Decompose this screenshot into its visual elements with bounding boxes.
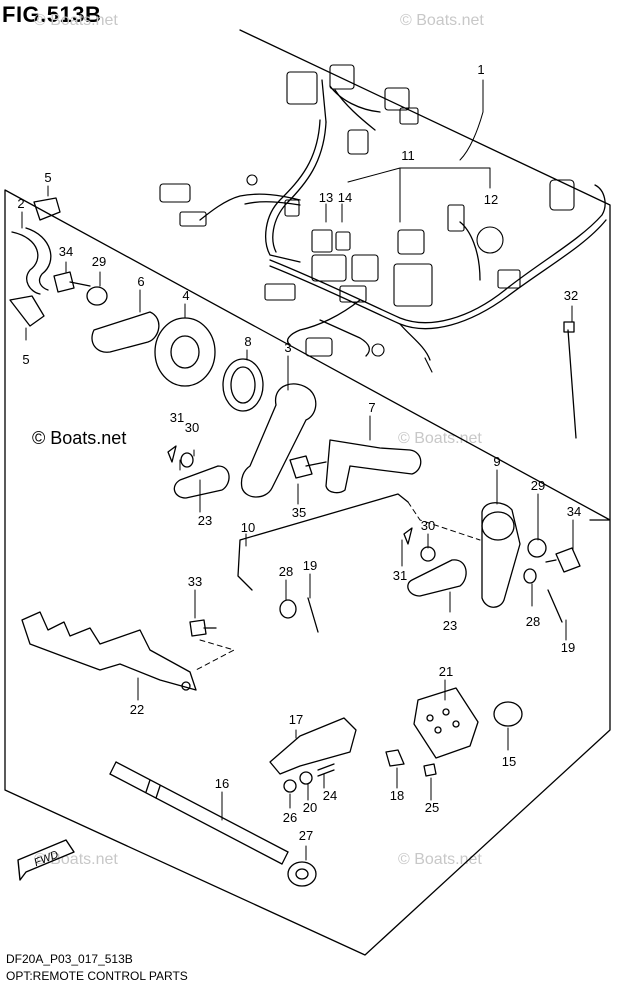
callout-29-left: 29	[92, 254, 106, 269]
bracket-17	[269, 717, 357, 775]
callout-19-center: 19	[303, 558, 317, 573]
callout-26: 26	[283, 810, 297, 825]
callout-32: 32	[564, 288, 578, 303]
nut-27	[287, 861, 317, 887]
cable-tie-32	[567, 329, 577, 439]
washer-29-left	[86, 286, 108, 306]
washer-28-right	[523, 568, 537, 584]
washer-29-right	[527, 538, 547, 558]
bolt-34-left	[53, 271, 91, 293]
clip-5-upper	[33, 197, 61, 221]
spring-8	[222, 358, 264, 412]
callout-14: 14	[338, 190, 352, 205]
lever-9	[481, 502, 521, 608]
connector	[159, 64, 575, 373]
callout-3: 3	[284, 340, 291, 355]
part-4	[154, 317, 216, 387]
link-23-right	[407, 559, 467, 597]
callout-21: 21	[439, 664, 453, 679]
hose-2	[11, 227, 52, 295]
callout-8: 8	[244, 334, 251, 349]
screw-25	[423, 763, 437, 777]
callout-35: 35	[292, 505, 306, 520]
washer-28-center	[279, 599, 297, 619]
watermark: © Boats.net	[34, 12, 118, 29]
callout-19-right: 19	[561, 640, 575, 655]
callout-25: 25	[425, 800, 439, 815]
callout-30-left: 30	[185, 420, 199, 435]
callout-24: 24	[323, 788, 337, 803]
callout-28-center: 28	[279, 564, 293, 579]
washer-30-left	[180, 452, 194, 468]
pin-19-center	[307, 597, 319, 633]
bracket-22	[21, 611, 197, 691]
rod-10	[237, 493, 409, 591]
callout-12: 12	[484, 192, 498, 207]
callout-13: 13	[319, 190, 333, 205]
plate-21	[413, 687, 479, 759]
watermark: © Boats.net	[398, 851, 482, 868]
clip-18	[385, 749, 405, 767]
callout-22: 22	[130, 702, 144, 717]
callout-30-right: 30	[421, 518, 435, 533]
clip-31-left	[167, 445, 177, 463]
washer-20	[299, 771, 313, 785]
callout-34-right: 34	[567, 504, 581, 519]
frame-outline	[4, 29, 611, 956]
callout-16: 16	[215, 776, 229, 791]
callout-15: 15	[502, 754, 516, 769]
callout-28-right: 28	[526, 614, 540, 629]
callout-11: 11	[401, 148, 415, 163]
watermark: © Boats.net	[398, 430, 482, 447]
callout-18: 18	[390, 788, 404, 803]
callout-27: 27	[299, 828, 313, 843]
watermark: © Boats.net	[34, 851, 118, 868]
callout-6: 6	[137, 274, 144, 289]
callout-5-lower: 5	[22, 352, 29, 367]
bracket-7	[325, 439, 422, 494]
footer-code: DF20A_P03_017_513B	[6, 952, 133, 966]
link-23-left	[173, 465, 230, 499]
clip-31-right	[403, 527, 413, 545]
callout-1: 1	[477, 62, 484, 77]
figure-title: FIG.513B	[2, 2, 102, 27]
stud-24	[317, 763, 335, 777]
plate-6	[91, 311, 160, 353]
watermark: © Boats.net	[400, 12, 484, 29]
callout-5-upper: 5	[44, 170, 51, 185]
nut-26	[283, 779, 297, 793]
callout-29-right: 29	[531, 478, 545, 493]
shaft-16	[109, 761, 289, 865]
callout-2: 2	[17, 196, 24, 211]
cap-15	[493, 701, 523, 727]
lever-3	[240, 383, 317, 498]
washer-30-right	[420, 546, 436, 562]
bolt-35	[289, 455, 327, 479]
callout-10: 10	[241, 520, 255, 535]
callout-33: 33	[188, 574, 202, 589]
callout-20: 20	[303, 800, 317, 815]
wiring-harness-1	[199, 79, 607, 361]
footer-caption: OPT:REMOTE CONTROL PARTS	[6, 969, 188, 983]
callout-9: 9	[493, 454, 500, 469]
callout-23-right: 23	[443, 618, 457, 633]
callout-23-left: 23	[198, 513, 212, 528]
callout-4: 4	[182, 288, 189, 303]
callout-31-right: 31	[393, 568, 407, 583]
callout-31-left: 31	[170, 410, 184, 425]
clip-5-lower	[9, 295, 45, 327]
bolt-33	[189, 619, 217, 637]
callout-7: 7	[368, 400, 375, 415]
pin-19-right	[547, 589, 563, 623]
fwd-arrow	[17, 839, 75, 881]
watermark-dark: © Boats.net	[32, 428, 127, 448]
callout-17: 17	[289, 712, 303, 727]
bolt-34-right	[545, 547, 581, 573]
callout-34-left: 34	[59, 244, 73, 259]
